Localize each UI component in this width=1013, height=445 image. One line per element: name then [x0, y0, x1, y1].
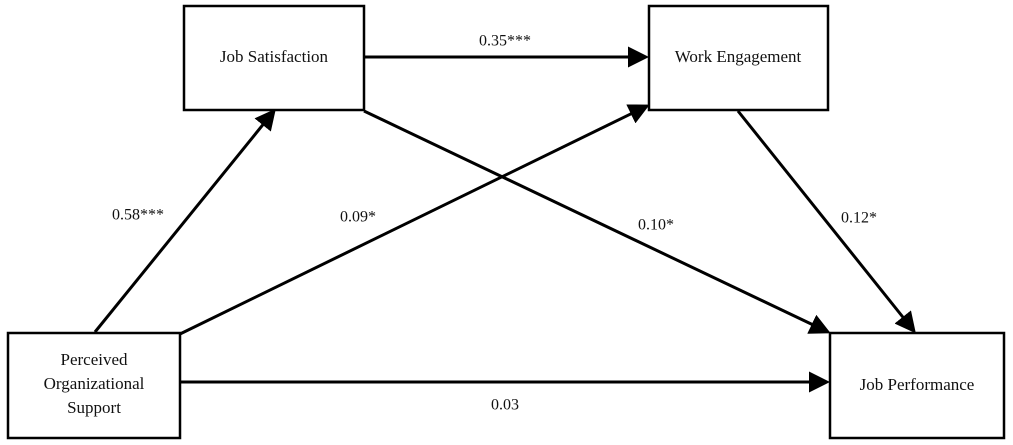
node-label-job-performance: Job Performance — [860, 375, 975, 394]
node-box-work-engagement — [647, 4, 830, 112]
node-perceived-organizational-support: Perceived Organizational Support — [6, 331, 182, 440]
node-box-job-satisfaction — [182, 4, 366, 112]
node-box-perceived-organizational-support — [6, 331, 182, 440]
edge-label-pos-to-job-satisfaction: 0.58*** — [112, 207, 164, 224]
edge-work-engagement-to-job-performance — [736, 110, 916, 334]
node-box-job-performance — [828, 331, 1006, 440]
node-job-satisfaction: Job Satisfaction — [182, 4, 366, 112]
edge-label-job-satisfaction-to-job-performance: 0.10* — [638, 217, 674, 234]
node-label-pos-line-1: Perceived — [60, 350, 128, 369]
edge-pos-to-job-satisfaction — [93, 108, 276, 333]
edge-labels: 0.58*** 0.35*** 0.09* 0.10* 0.12* 0.03 — [112, 33, 877, 414]
edges — [93, 46, 916, 393]
edge-label-work-engagement-to-job-performance: 0.12* — [841, 210, 877, 227]
node-job-performance: Job Performance — [828, 331, 1006, 440]
edge-label-pos-to-job-performance: 0.03 — [491, 397, 519, 414]
edge-job-satisfaction-to-job-performance — [363, 109, 831, 334]
node-label-work-engagement: Work Engagement — [675, 47, 802, 66]
edge-label-pos-to-work-engagement: 0.09* — [340, 209, 376, 226]
node-work-engagement: Work Engagement — [647, 4, 830, 112]
node-label-pos-line-2: Organizational — [44, 374, 145, 393]
edge-label-job-satisfaction-to-work-engagement: 0.35*** — [479, 33, 531, 50]
node-label-pos-line-3: Support — [67, 398, 121, 417]
node-label-job-satisfaction: Job Satisfaction — [220, 47, 329, 66]
edge-pos-to-work-engagement — [179, 104, 650, 336]
